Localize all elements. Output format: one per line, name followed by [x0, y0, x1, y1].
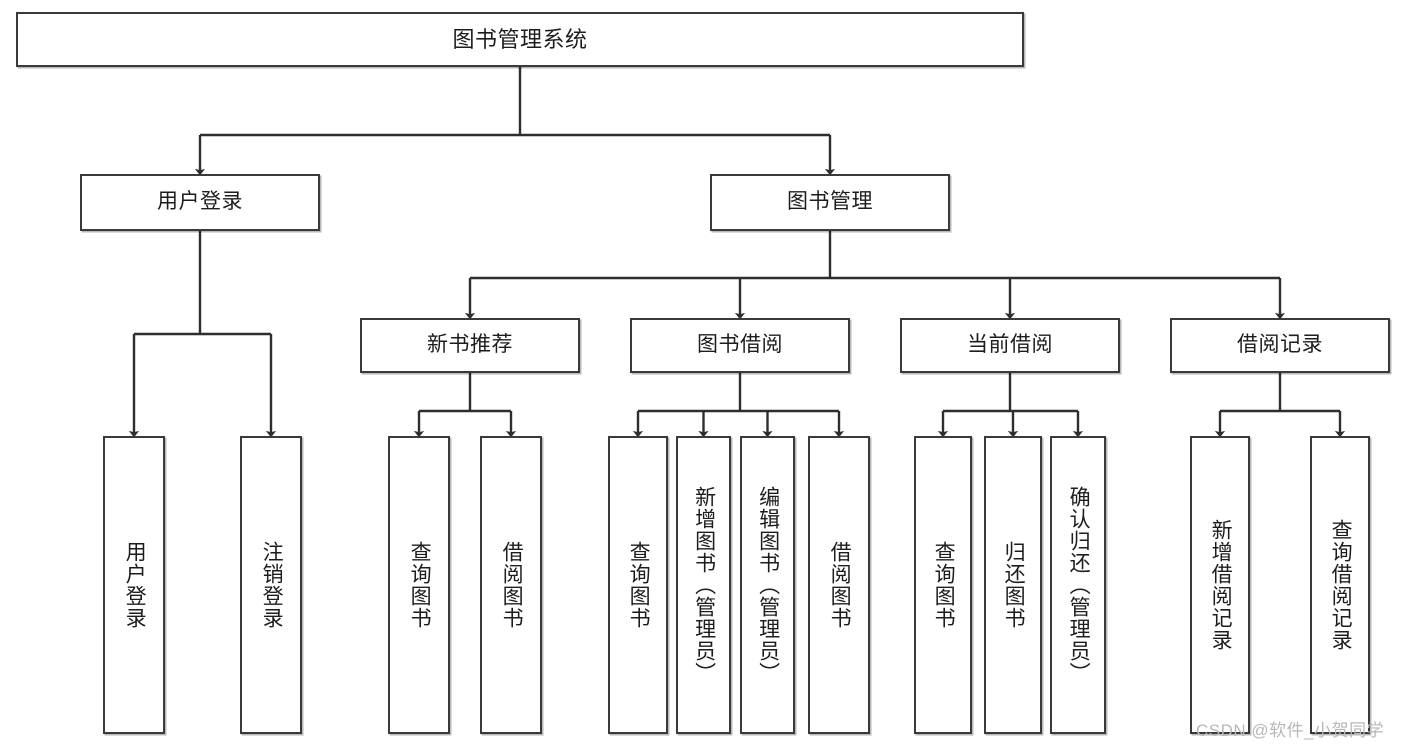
node-label: 新增图书（管理员） — [692, 486, 716, 684]
node-label: 借阅图书 — [828, 541, 852, 629]
node-label: 借阅图书 — [500, 541, 524, 629]
node-leaf-query-book-3[interactable]: 查询图书 — [914, 436, 972, 734]
watermark-text: CSDN @软件_小贺同学 — [1196, 721, 1385, 740]
node-leaf-query-book-1[interactable]: 查询图书 — [388, 436, 450, 734]
node-leaf-logout[interactable]: 注销登录 — [240, 436, 302, 734]
node-root[interactable]: 图书管理系统 — [16, 12, 1024, 67]
node-leaf-add-record[interactable]: 新增借阅记录 — [1190, 436, 1250, 734]
node-label: 用户登录 — [123, 541, 147, 629]
node-user_login[interactable]: 用户登录 — [80, 174, 320, 231]
node-leaf-query-record[interactable]: 查询借阅记录 — [1310, 436, 1370, 734]
node-leaf-borrow-book-2[interactable]: 借阅图书 — [808, 436, 870, 734]
node-borrow_record[interactable]: 借阅记录 — [1170, 318, 1390, 373]
node-leaf-confirm-return[interactable]: 确认归还（管理员） — [1050, 436, 1106, 734]
node-label: 查询图书 — [627, 541, 651, 629]
node-label: 归还图书 — [1002, 541, 1026, 629]
node-leaf-return-book[interactable]: 归还图书 — [984, 436, 1042, 734]
node-label: 注销登录 — [260, 541, 284, 629]
node-new_book_rec[interactable]: 新书推荐 — [360, 318, 580, 373]
node-leaf-user-login[interactable]: 用户登录 — [103, 436, 165, 734]
node-label: 图书管理系统 — [452, 26, 588, 52]
node-leaf-edit-book[interactable]: 编辑图书（管理员） — [740, 436, 795, 734]
node-label: 查询图书 — [932, 541, 956, 629]
node-label: 借阅记录 — [1237, 333, 1323, 357]
node-label: 查询借阅记录 — [1329, 519, 1353, 651]
node-label: 新增借阅记录 — [1209, 519, 1233, 651]
node-leaf-add-book[interactable]: 新增图书（管理员） — [676, 436, 731, 734]
node-label: 当前借阅 — [967, 333, 1053, 357]
node-label: 用户登录 — [157, 190, 243, 214]
node-label: 编辑图书（管理员） — [756, 486, 780, 684]
node-label: 查询图书 — [408, 541, 432, 629]
node-book_borrow[interactable]: 图书借阅 — [630, 318, 850, 373]
node-label: 图书借阅 — [697, 333, 783, 357]
node-book_manage[interactable]: 图书管理 — [710, 174, 950, 231]
node-label: 确认归还（管理员） — [1067, 486, 1091, 684]
node-label: 新书推荐 — [427, 333, 513, 357]
node-label: 图书管理 — [787, 190, 873, 214]
node-leaf-borrow-book-1[interactable]: 借阅图书 — [480, 436, 542, 734]
node-current_borrow[interactable]: 当前借阅 — [900, 318, 1120, 373]
node-leaf-query-book-2[interactable]: 查询图书 — [608, 436, 668, 734]
